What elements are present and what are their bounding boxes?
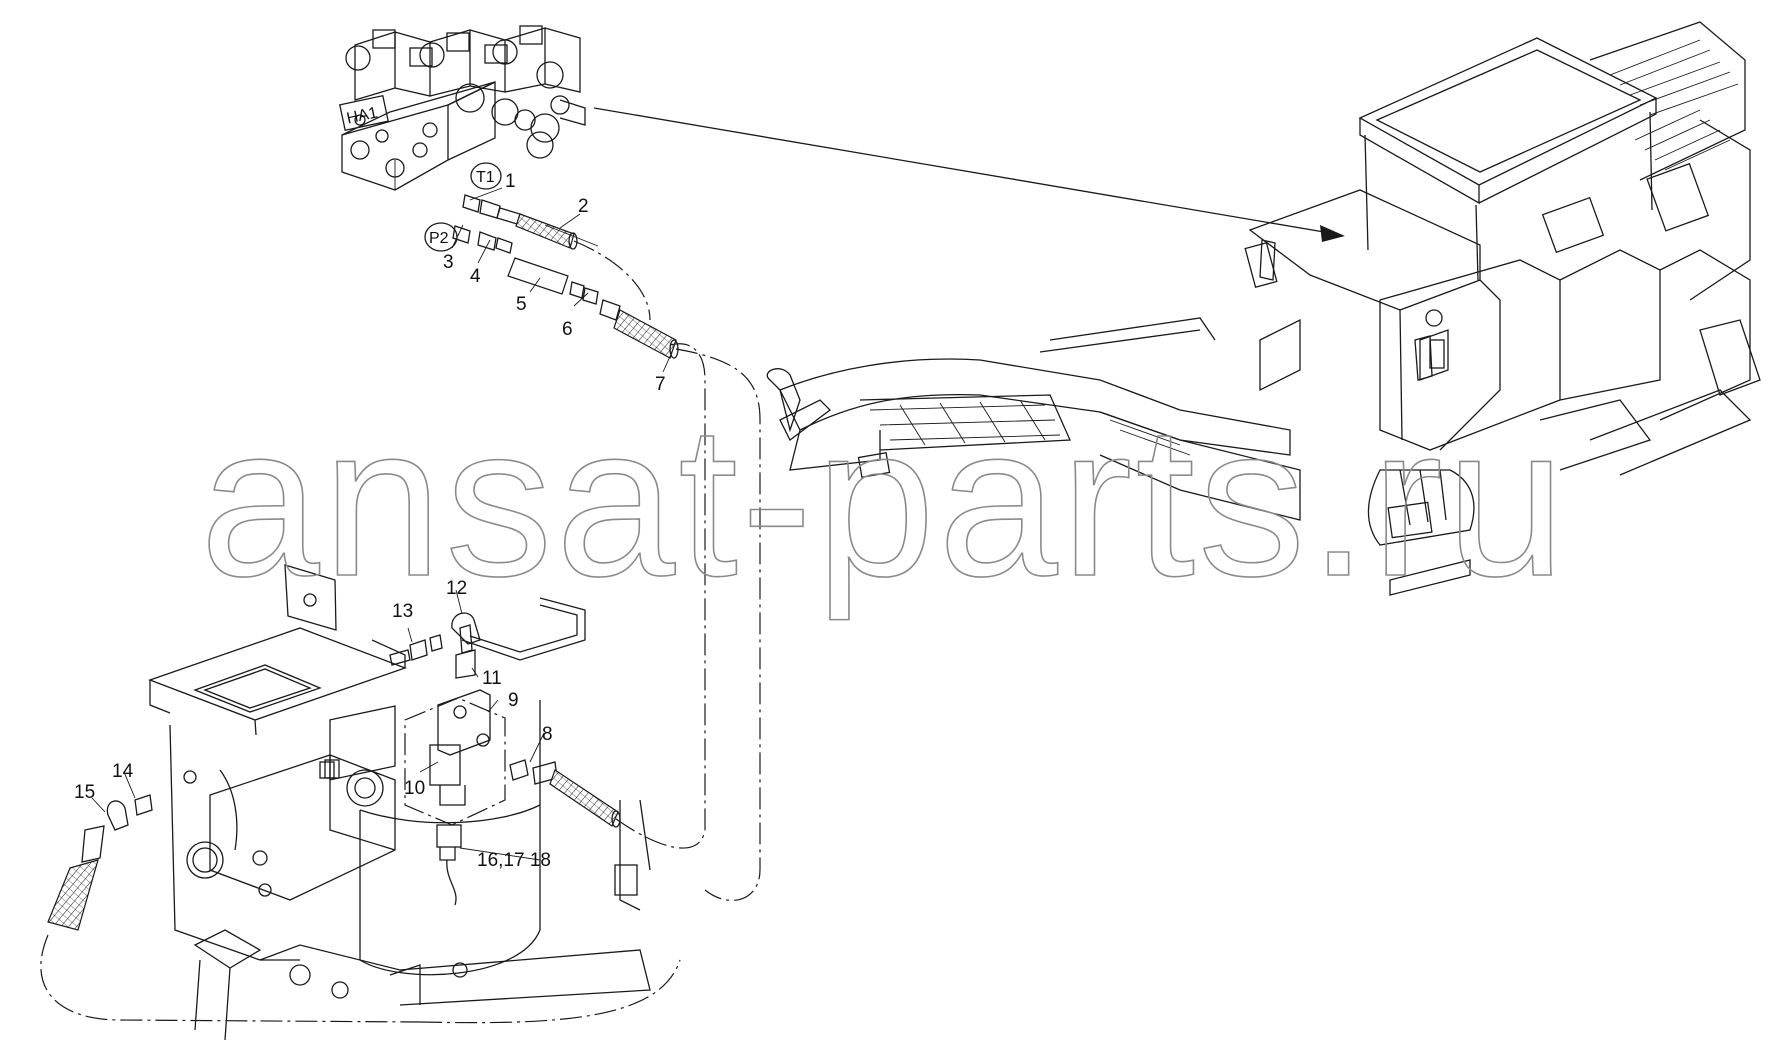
callout-12: 12 bbox=[446, 578, 467, 599]
callout-11: 11 bbox=[482, 668, 502, 689]
port-label-ha1: HA1 bbox=[345, 104, 379, 127]
callout-8: 8 bbox=[542, 724, 553, 745]
callout-1: 1 bbox=[505, 171, 516, 192]
callout-3: 3 bbox=[443, 252, 454, 273]
hose-assembly-lower bbox=[509, 343, 761, 901]
electrical-connector bbox=[436, 824, 462, 906]
callout-9: 9 bbox=[508, 690, 519, 711]
valve-block-ha1: HA1 T1 P2 bbox=[339, 25, 586, 252]
milling-machine bbox=[766, 21, 1761, 596]
callout-labels: 1 2 3 4 5 6 7 8 9 10 11 12 13 14 15 16,1… bbox=[74, 171, 666, 871]
callout-6: 6 bbox=[562, 319, 573, 340]
callout-14: 14 bbox=[112, 761, 134, 782]
callout-2: 2 bbox=[578, 196, 589, 217]
callout-15: 15 bbox=[74, 782, 95, 803]
fittings-12-13 bbox=[389, 612, 481, 666]
solenoid-valves bbox=[345, 25, 586, 159]
callout-13: 13 bbox=[392, 601, 413, 622]
callout-16-17-18: 16,17 18 bbox=[477, 850, 551, 871]
callout-10: 10 bbox=[404, 778, 425, 799]
watermark: ansat-parts.ru bbox=[200, 380, 1568, 621]
callout-4: 4 bbox=[470, 266, 481, 287]
location-arrow bbox=[593, 107, 1345, 242]
hose-assembly-upper bbox=[452, 194, 679, 359]
callout-5: 5 bbox=[516, 294, 527, 315]
callout-7: 7 bbox=[655, 374, 666, 395]
port-label-p2: P2 bbox=[429, 230, 449, 247]
leader-lines bbox=[91, 187, 673, 861]
solenoid-valve-group bbox=[404, 624, 506, 826]
port-label-t1: T1 bbox=[476, 169, 495, 186]
fittings-14-15 bbox=[40, 794, 681, 1024]
pump-unit bbox=[148, 564, 651, 1041]
